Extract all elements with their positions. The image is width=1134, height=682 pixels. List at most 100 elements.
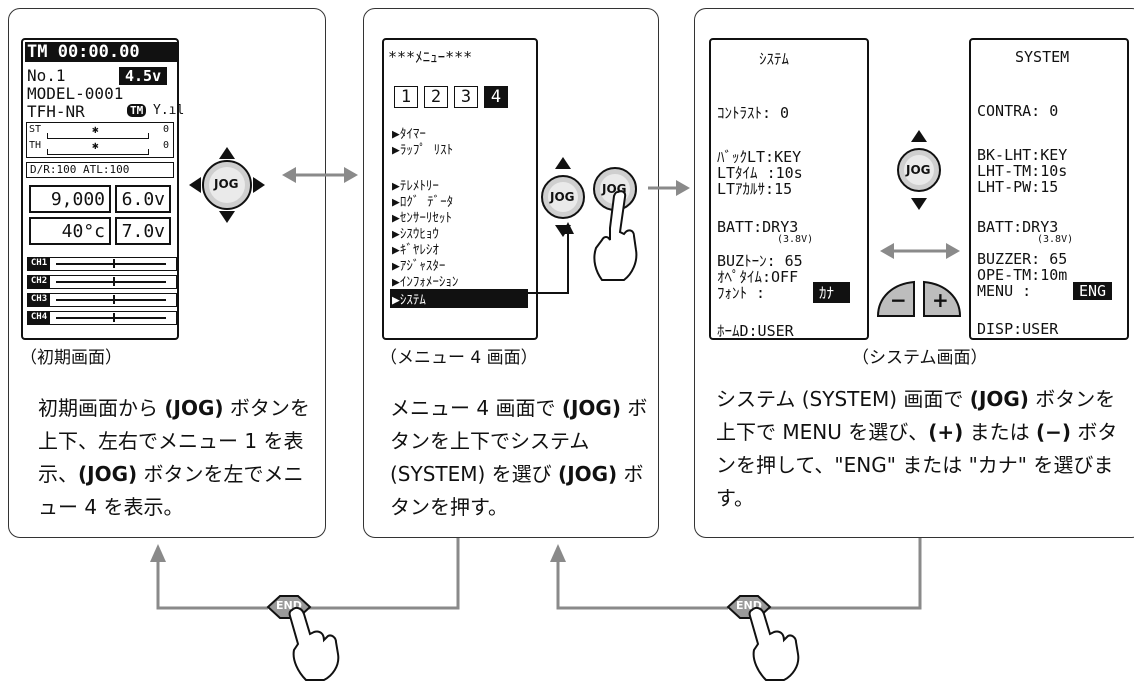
model-number: No.1: [27, 66, 66, 85]
th-label: TH: [29, 140, 42, 151]
menu-page-1[interactable]: 1: [394, 86, 418, 108]
jog-updown-icon: [541, 157, 585, 237]
system-type: TFH-NR: [27, 102, 85, 121]
forward-arrow: [648, 180, 690, 196]
menu-item-adjuster[interactable]: ▶ｱｼﾞｬｽﾀｰ: [392, 259, 446, 274]
dr-atl-text: D/R:100 ATL:100: [30, 163, 130, 176]
menu-item-timer[interactable]: ▶ﾀｲﾏｰ: [392, 127, 426, 142]
sys-jp-home-display[interactable]: ﾎｰﾑD:USER: [717, 322, 794, 340]
sys-en-menu-value[interactable]: ENG: [1073, 282, 1113, 300]
jog-label-2: JOG: [550, 190, 575, 204]
end-return-flow-1: [150, 538, 460, 610]
ch4-label: CH4: [28, 312, 50, 324]
sys-jp-lt-power[interactable]: LTｱｶﾙｻ:15: [717, 180, 793, 198]
st-bar: [47, 133, 149, 139]
jog-4way-icon: [189, 147, 265, 223]
sys-en-lht-power[interactable]: LHT-PW:15: [977, 178, 1059, 196]
sys-en-lht-time[interactable]: LHT-TM:10s: [977, 162, 1068, 180]
trim-box: ST ✱ 0 TH ✱ 0: [26, 122, 174, 158]
sys-jp-font-label[interactable]: ﾌｫﾝﾄ :: [717, 284, 766, 302]
finger-press-icon-end-2: [748, 606, 800, 681]
menu-page-3[interactable]: 3: [454, 86, 478, 108]
bidirectional-arrow-1: [282, 167, 358, 183]
menu-item-gear-ratio[interactable]: ▶ｷﾞﾔﾚｼｵ: [392, 243, 439, 258]
st-label: ST: [29, 124, 42, 135]
menu-item-information[interactable]: ▶ｲﾝﾌｫﾒｰｼｮﾝ: [392, 275, 459, 290]
sys-en-battery-volt: (3.8V): [1037, 234, 1074, 245]
jog-4way-button[interactable]: JOG: [187, 145, 267, 225]
lcd-menu4-screen: ***ﾒﾆｭｰ*** 1 2 3 4 ▶ﾀｲﾏｰ ▶ﾗｯﾌﾟ ﾘｽﾄ ▶ﾃﾚﾒﾄ…: [382, 38, 538, 340]
th-bar: [47, 149, 149, 155]
plus-button-icon: [923, 280, 962, 317]
jog-updown-button-system[interactable]: JOG: [896, 128, 942, 212]
caption-system: （システム画面）: [852, 348, 988, 368]
end-return-flow-2: [550, 538, 922, 610]
menu-item-lap-list[interactable]: ▶ﾗｯﾌﾟ ﾘｽﾄ: [392, 143, 454, 158]
menu-item-system[interactable]: ▶ｼｽﾃﾑ: [390, 289, 528, 308]
caption-initial: （初期画面）: [20, 348, 122, 368]
ch4-row: CH4: [27, 311, 177, 325]
sys-en-battery[interactable]: BATT:DRY3: [977, 218, 1059, 236]
sys-en-menu-label[interactable]: MENU :: [977, 282, 1032, 300]
ch2-row: CH2: [27, 275, 177, 289]
sys-jp-font-value[interactable]: ｶﾅ: [813, 282, 851, 303]
plus-button[interactable]: +: [922, 278, 964, 318]
finger-press-icon-end-1: [288, 606, 340, 681]
voltage-box-2: 7.0v: [115, 217, 171, 245]
menu-page-4[interactable]: 4: [484, 86, 508, 108]
sys-en-title: SYSTEM: [1015, 48, 1070, 66]
dr-atl-box: D/R:100 ATL:100: [26, 162, 174, 178]
minus-label: −: [890, 288, 907, 312]
menu-item-sys-table[interactable]: ▶ｼｽｳﾋｮｳ: [392, 227, 439, 242]
sys-jp-ope-time[interactable]: ｵﾍﾟﾀｲﾑ:OFF: [717, 268, 799, 286]
signal-icon: Y.ıl: [153, 103, 185, 118]
lcd-initial-screen: TM 00:00.00 No.1 4.5v MODEL-0001 TFH-NR …: [21, 38, 184, 340]
jog-label-4: JOG: [906, 163, 931, 177]
sys-jp-buzzer[interactable]: BUZﾄｰﾝ: 65: [717, 252, 803, 270]
menu-item-sensor-reset[interactable]: ▶ｾﾝｻｰﾘｾｯﾄ: [392, 211, 452, 226]
th-marker: ✱: [92, 139, 99, 152]
caption-menu4: （メニュー 4 画面）: [380, 348, 538, 368]
th-value: 0: [163, 140, 170, 151]
sys-jp-contrast[interactable]: ｺﾝﾄﾗｽﾄ: 0: [717, 104, 790, 122]
menu-item-log-data[interactable]: ▶ﾛｸﾞ ﾃﾞｰﾀ: [392, 195, 454, 210]
ch3-row: CH3: [27, 293, 177, 307]
ch1-row: CH1: [27, 257, 177, 271]
bidirectional-arrow-2: [880, 243, 960, 259]
sys-en-backlight[interactable]: BK-LHT:KEY: [977, 146, 1068, 164]
sys-en-disp[interactable]: DISP:USER: [977, 320, 1059, 338]
sys-en-ope-time[interactable]: OPE-TM:10m: [977, 266, 1068, 284]
st-marker: ✱: [92, 123, 99, 136]
menu-item-telemetry[interactable]: ▶ﾃﾚﾒﾄﾘｰ: [392, 179, 439, 194]
lap-count-box: 9,000: [29, 185, 111, 213]
finger-press-icon: [593, 190, 638, 281]
description-system: システム (SYSTEM) 画面で (JOG) ボタンを上下で MENU を選び…: [716, 387, 1118, 510]
timer-display: TM 00:00.00: [25, 42, 177, 62]
menu-title: ***ﾒﾆｭｰ***: [388, 48, 473, 66]
description-menu4: メニュー 4 画面で (JOG) ボタンを上下でシステム (SYSTEM) を選…: [390, 396, 648, 519]
sys-jp-lt-time[interactable]: LTﾀｲﾑ :10s: [717, 164, 803, 182]
st-value: 0: [163, 124, 170, 135]
sys-jp-battery[interactable]: BATT:DRY3: [717, 218, 799, 236]
lcd-system-en: SYSTEM CONTRA: 0 BK-LHT:KEY LHT-TM:10s L…: [969, 38, 1129, 340]
jog-label: JOG: [214, 177, 239, 191]
sys-jp-title: ｼｽﾃﾑ: [759, 50, 790, 68]
receiver-voltage: 4.5v: [119, 67, 168, 85]
plus-label: +: [932, 288, 949, 312]
voltage-box-1: 6.0v: [115, 185, 171, 213]
description-initial: 初期画面から (JOG) ボタンを上下、左右でメニュー 1 を表示、(JOG) …: [38, 396, 310, 519]
model-name: MODEL-0001: [27, 84, 124, 103]
ch3-label: CH3: [28, 294, 50, 306]
lcd-system-jp: ｼｽﾃﾑ ｺﾝﾄﾗｽﾄ: 0 ﾊﾞｯｸLT:KEY LTﾀｲﾑ :10s LTｱ…: [709, 38, 869, 340]
sys-jp-backlight[interactable]: ﾊﾞｯｸLT:KEY: [717, 148, 802, 166]
tm-badge: TM: [127, 104, 147, 117]
jog-updown-icon-system: [897, 130, 941, 210]
menu-page-2[interactable]: 2: [424, 86, 448, 108]
jog-updown-button[interactable]: JOG: [540, 155, 586, 239]
ch2-label: CH2: [28, 276, 50, 288]
minus-button[interactable]: −: [874, 278, 916, 318]
sys-en-contrast[interactable]: CONTRA: 0: [977, 102, 1059, 120]
minus-button-icon: [876, 280, 915, 317]
sys-en-buzzer[interactable]: BUZZER: 65: [977, 250, 1068, 268]
sys-jp-battery-volt: (3.8V): [777, 234, 814, 245]
